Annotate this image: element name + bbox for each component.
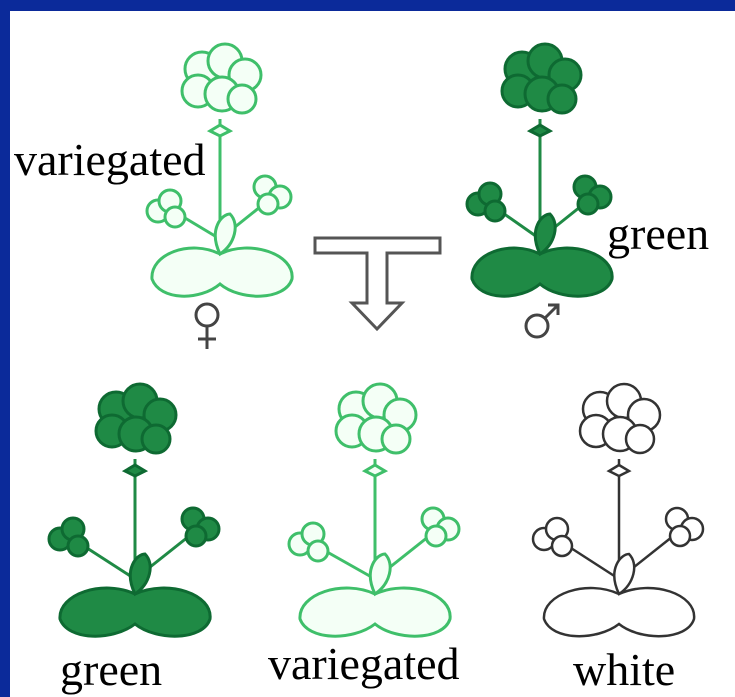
label-parent-female: variegated [14, 137, 206, 183]
female-symbol-icon [190, 301, 224, 351]
label-parent-male: green [607, 211, 709, 257]
label-offspring-variegated: variegated [268, 641, 460, 687]
diagram-panel: variegated green green variegated white [10, 11, 735, 697]
label-offspring-white: white [573, 647, 675, 693]
cross-arrow-icon [310, 233, 445, 333]
plant-green-offspring [38, 379, 233, 649]
plant-white-offspring [522, 379, 717, 649]
plant-green-parent [450, 39, 630, 309]
plant-variegated-offspring [278, 379, 473, 649]
label-offspring-green: green [60, 647, 162, 693]
male-symbol-icon [522, 301, 562, 341]
